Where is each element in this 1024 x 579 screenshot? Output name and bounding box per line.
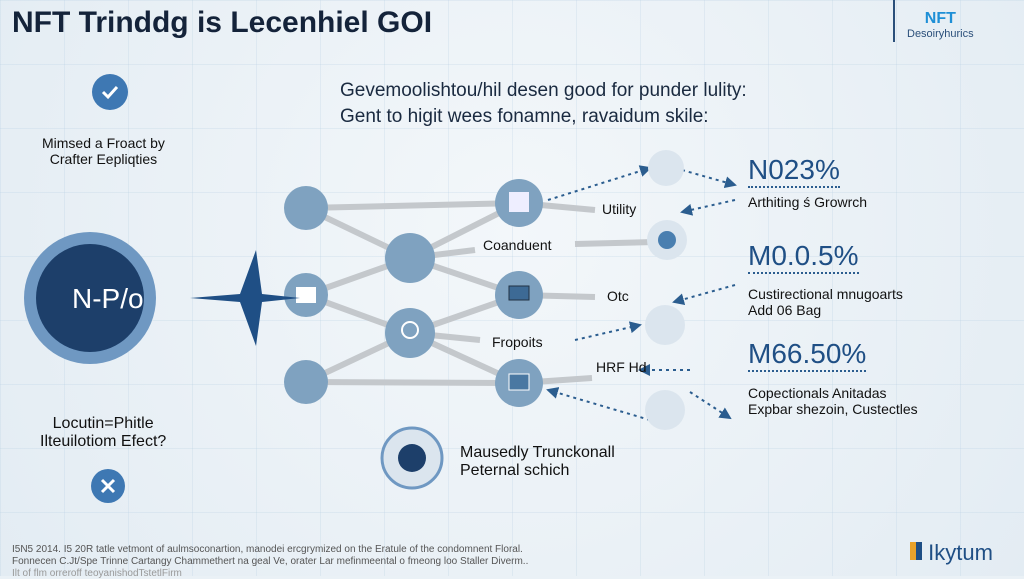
dotted-arrows	[546, 165, 737, 421]
list-icon	[296, 287, 316, 303]
stat-3-desc-line-1: Copectionals Anitadas	[748, 385, 887, 401]
top-caption-line-1: Mimsed a Froact by	[42, 135, 165, 151]
label-fropoits: Fropoits	[492, 334, 543, 350]
node-tools-icon	[645, 305, 685, 345]
brand-name: NFT	[924, 10, 956, 27]
stat-3-value: M66.50%	[748, 338, 867, 369]
label-hrf: HRF Hd	[596, 359, 647, 375]
persona-caption-line-1: Mausedly Trunckonall	[460, 444, 615, 461]
footer-logo: Ikytum	[910, 540, 993, 566]
node-clock-icon	[648, 150, 684, 186]
stat-3: M66.50%	[748, 338, 867, 372]
stat-2-value: M0.0.5%	[748, 240, 859, 271]
node-drone-icon	[284, 360, 328, 404]
top-caption: Mimsed a Froact by Crafter Eepliqties	[42, 135, 165, 167]
stat-2-desc-line-1: Custirectional mnugoarts	[748, 286, 903, 302]
check-badge-icon	[92, 74, 128, 110]
footer-line-1: I5N5 2014. I5 20R tatle vetmont of aulms…	[12, 544, 523, 555]
stat-2: M0.0.5%	[748, 240, 859, 274]
stat-2-desc-line-2: Add 06 Bag	[748, 302, 822, 318]
sparkle-icon	[190, 250, 300, 346]
stat-2-desc: Custirectional mnugoarts Add 06 Bag	[748, 286, 903, 318]
stat-1-value: N023%	[748, 154, 840, 185]
center-label: N-P/o	[72, 283, 144, 314]
bottom-caption-line-2: Ilteuilotiom Efect?	[40, 433, 167, 450]
footer-line-3: Ilt of flm orreroff teoyanishodTstetlFir…	[12, 568, 182, 579]
page-title: NFT Trinddg is Lecenhiel GOI	[12, 6, 433, 39]
stat-3-desc: Copectionals Anitadas Expbar shezoin, Cu…	[748, 385, 918, 417]
label-otc: Otc	[607, 288, 629, 304]
node-bulb-icon	[385, 308, 435, 358]
node-map-icon	[284, 186, 328, 230]
network-nodes	[284, 150, 687, 430]
network-edges	[304, 200, 656, 386]
top-caption-line-2: Crafter Eepliqties	[49, 151, 158, 167]
laptop-icon	[508, 285, 530, 301]
brand-block: NFT Desoiryhurics	[893, 0, 974, 42]
subtitle-line-1: Gevemoolishtou/hil desen good for punder…	[340, 80, 747, 101]
left-emblem	[24, 74, 444, 503]
bulb-icon	[401, 321, 419, 339]
bottom-caption-line-1: Locutin=Phitle	[52, 415, 154, 432]
map-fold-icon	[658, 231, 676, 249]
screen-icon	[508, 373, 530, 391]
logo-icon	[910, 542, 922, 560]
footer-line-2: Fonnecen C.Jt/Spe Trinne Cartangy Chamme…	[12, 556, 529, 567]
center-circle	[36, 244, 144, 352]
stat-3-desc-line-2: Expbar shezoin, Custectles	[748, 401, 918, 417]
bottom-caption: Locutin=Phitle Ilteuilotiom Efect?	[40, 415, 166, 451]
stat-1-desc: Arthiting ś Growrch	[748, 194, 868, 210]
document-icon	[509, 192, 529, 212]
persona-caption: Mausedly Trunckonall Peternal schich	[460, 444, 615, 480]
node-people-icon	[645, 390, 685, 430]
stat-1: N023%	[748, 154, 840, 188]
label-utility: Utility	[602, 201, 637, 217]
brand-subtitle: Desoiryhurics	[907, 28, 974, 40]
label-coanduent: Coanduent	[483, 237, 552, 253]
node-dashboard-icon	[385, 233, 435, 283]
logo-text: Ikytum	[928, 540, 993, 565]
persona-caption-line-2: Peternal schich	[460, 462, 570, 479]
subtitle-line-2: Gent to higit wees fonamne, ravaidum ski…	[340, 106, 709, 127]
